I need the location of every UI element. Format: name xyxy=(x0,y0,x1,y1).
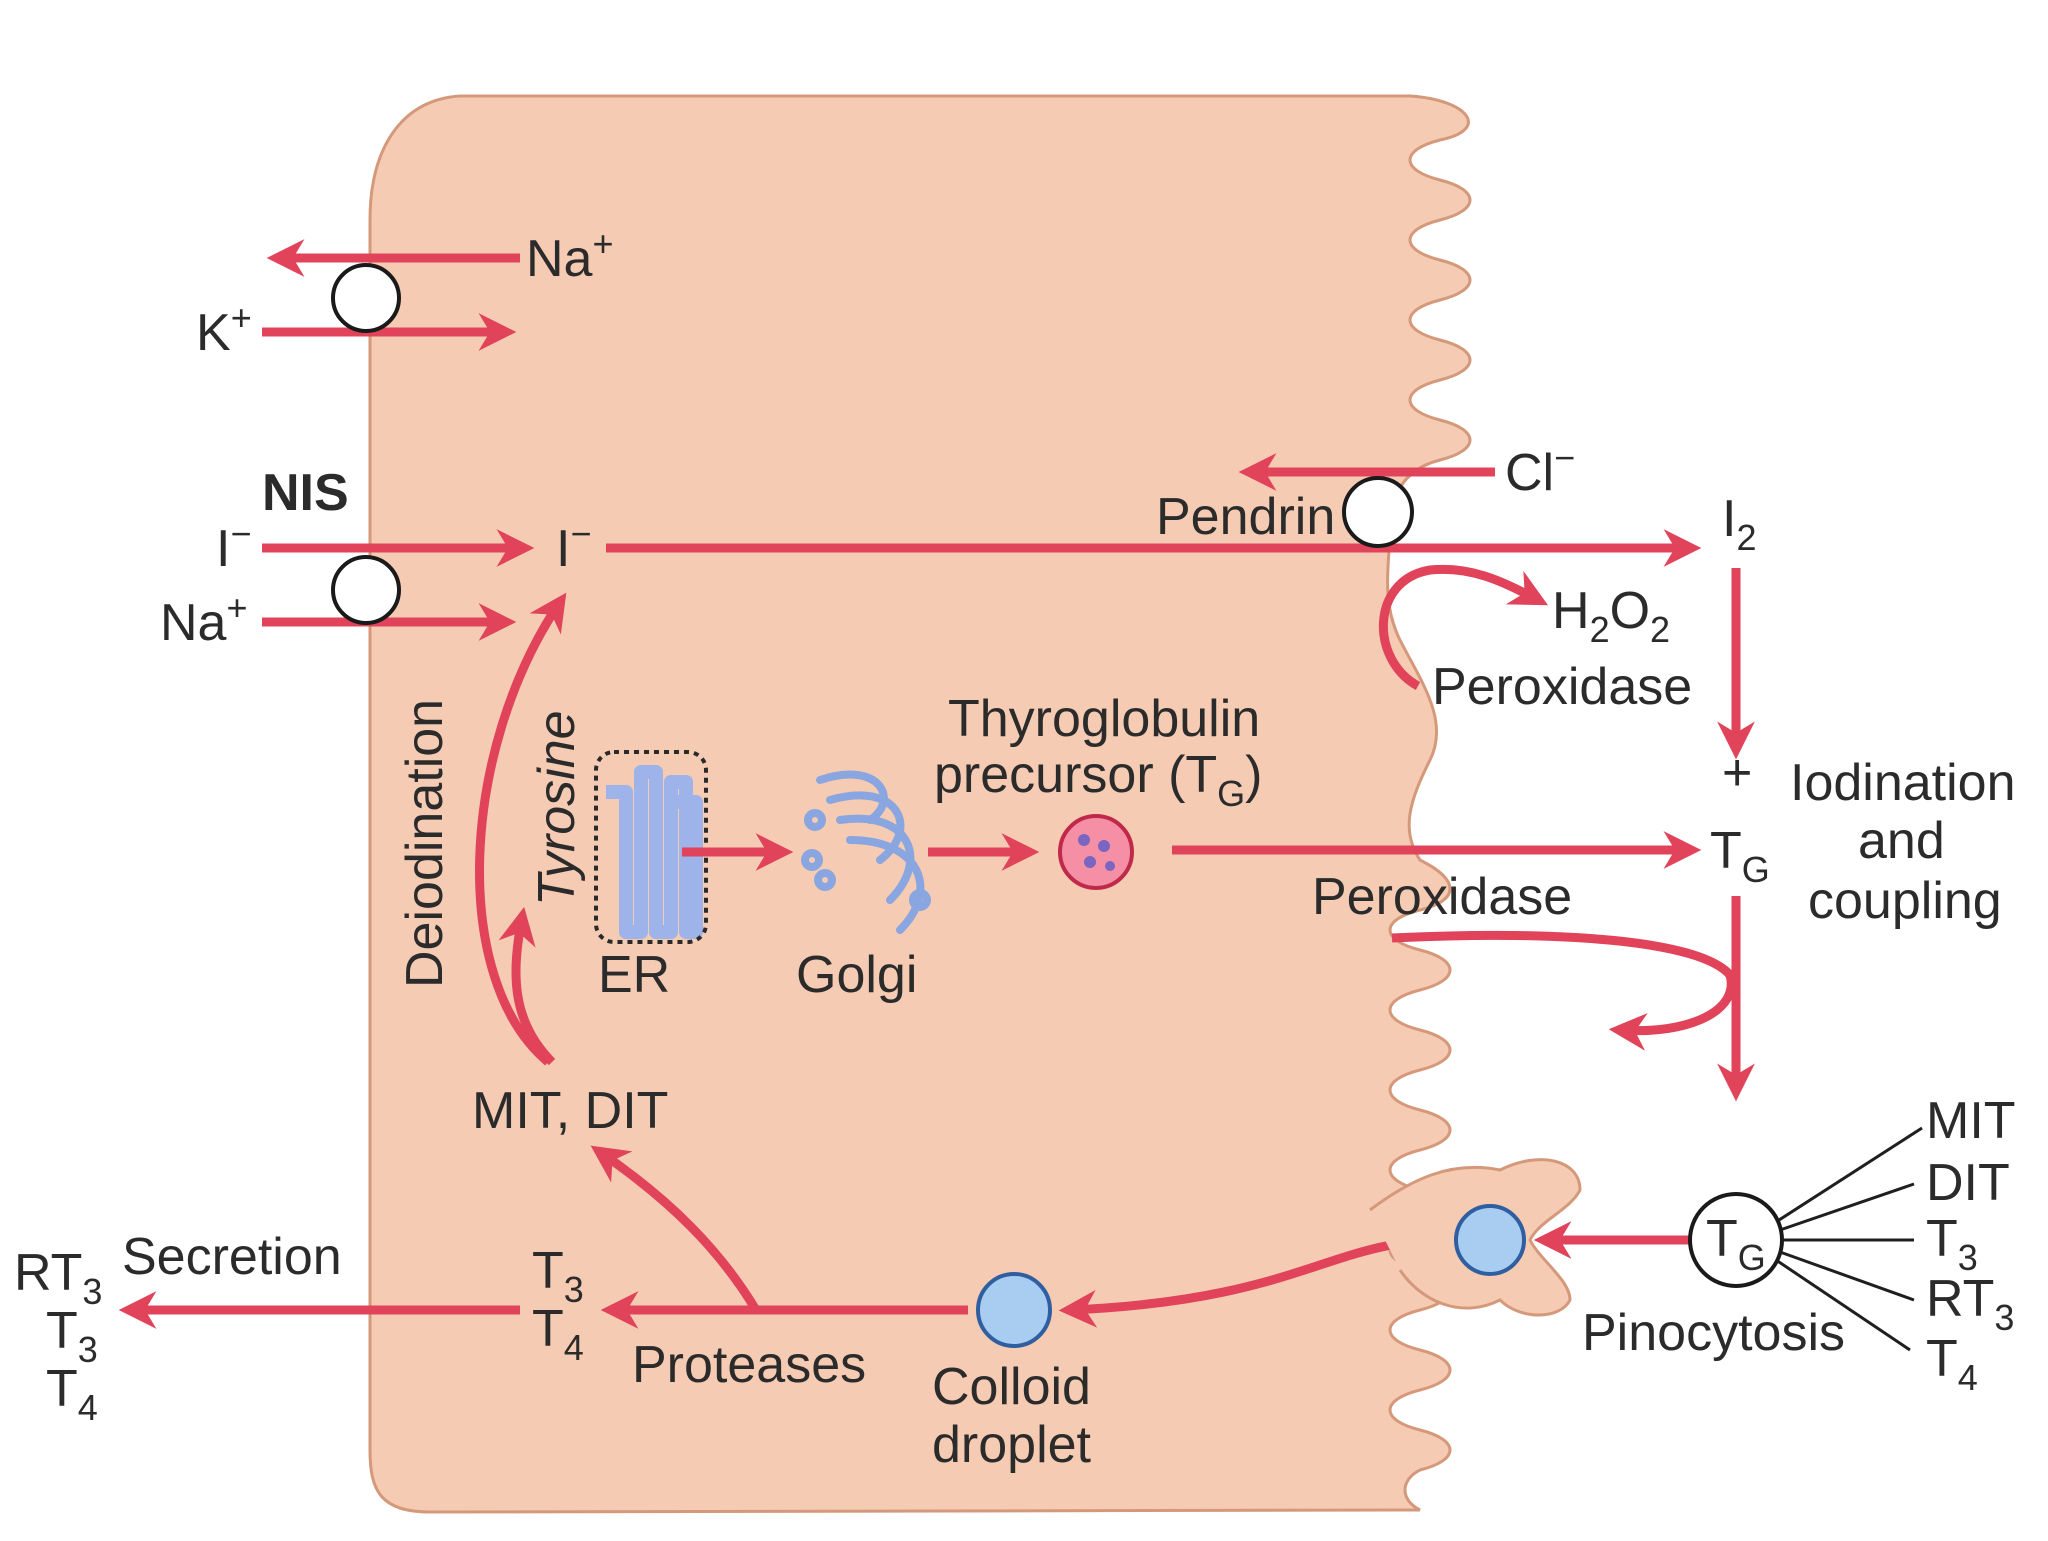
label-k: K+ xyxy=(196,297,252,362)
label-thyroglobulin-2: precursor (TG) xyxy=(934,746,1263,814)
label-t4-out: T4 xyxy=(46,1360,98,1428)
colloid-droplet xyxy=(976,1272,1052,1348)
label-deiodination: Deiodination xyxy=(396,699,454,988)
arrow-peroxidase-coupling xyxy=(1391,930,1736,1051)
branch-line-dit xyxy=(1779,1182,1915,1232)
label-rt3-right: RT3 xyxy=(1926,1270,2014,1338)
label-na-bottom: Na+ xyxy=(160,587,248,652)
arrow-proteases-to-mit xyxy=(590,1145,760,1313)
label-pinocytosis: Pinocytosis xyxy=(1582,1304,1845,1362)
label-iodide-outside: I− xyxy=(216,513,251,578)
label-t3-out: T3 xyxy=(46,1302,98,1370)
branch-line-rt3 xyxy=(1779,1250,1915,1302)
label-nis: NIS xyxy=(262,464,349,522)
tg-circle xyxy=(1688,1192,1784,1288)
label-secretion: Secretion xyxy=(122,1228,342,1286)
er-icon xyxy=(594,750,708,944)
label-na-top: Na+ xyxy=(526,223,614,288)
label-iodination-2: and xyxy=(1858,812,1945,870)
label-rt3-out: RT3 xyxy=(14,1244,102,1312)
label-h2o2: H2O2 xyxy=(1552,582,1670,650)
label-tyrosine: Tyrosine xyxy=(528,710,586,906)
thyroglobulin-vesicle xyxy=(1058,814,1134,890)
label-t3-right: T3 xyxy=(1926,1210,1978,1278)
label-dit-right: DIT xyxy=(1926,1154,2010,1212)
label-iodination-3: coupling xyxy=(1808,872,2002,930)
label-plus: + xyxy=(1722,744,1752,802)
label-mit-dit: MIT, DIT xyxy=(472,1082,668,1140)
label-proteases: Proteases xyxy=(632,1336,866,1394)
label-t3-cell: T3 xyxy=(532,1242,584,1310)
pendrin-transporter xyxy=(1342,476,1414,548)
label-colloid-droplet-1: Colloid xyxy=(932,1358,1091,1416)
label-t4-right: T4 xyxy=(1926,1330,1978,1398)
arrow-deiodination xyxy=(475,592,567,1066)
label-peroxidase-mid: Peroxidase xyxy=(1312,868,1572,926)
label-thyroglobulin-1: Thyroglobulin xyxy=(948,690,1260,748)
label-tg-colloid: TG xyxy=(1710,822,1770,890)
pinocytosis-vesicle xyxy=(1454,1204,1526,1276)
nis-symporter xyxy=(331,555,401,625)
follicular-cell-body xyxy=(368,94,1472,1514)
label-chloride: Cl− xyxy=(1505,437,1575,502)
label-golgi: Golgi xyxy=(796,946,917,1004)
label-er: ER xyxy=(598,946,670,1004)
na-k-pump xyxy=(331,263,401,333)
label-peroxidase-top: Peroxidase xyxy=(1432,658,1692,716)
golgi-icon xyxy=(801,770,931,934)
label-t4-cell: T4 xyxy=(532,1300,584,1368)
label-iodine: I2 xyxy=(1722,490,1756,558)
label-tg-circle: TG xyxy=(1706,1210,1766,1278)
branch-line-t4 xyxy=(1775,1258,1911,1352)
label-colloid-droplet-2: droplet xyxy=(932,1416,1092,1474)
label-iodide-cell: I− xyxy=(556,513,591,578)
arrow-tyrosine xyxy=(498,906,556,1066)
arrow-peroxidase-h2o2 xyxy=(1379,564,1549,690)
label-pendrin: Pendrin xyxy=(1156,488,1335,546)
label-iodination-1: Iodination xyxy=(1790,754,2016,812)
label-mit-right: MIT xyxy=(1926,1092,2016,1150)
branch-line-mit xyxy=(1775,1126,1923,1224)
